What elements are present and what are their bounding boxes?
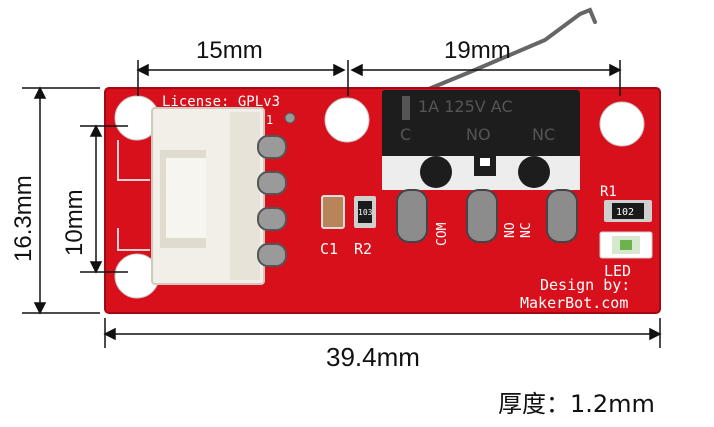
switch-rating: 1A 125V AC: [418, 97, 513, 116]
switch-lever-wire: [400, 7, 597, 102]
pin1-label: 1: [266, 113, 273, 127]
switch-no-mark: NO: [466, 125, 491, 144]
microswitch: [382, 90, 580, 190]
dimension-lines: [22, 60, 662, 348]
r2-label: R2: [354, 240, 372, 258]
dim-bottom: 39.4mm: [326, 342, 420, 372]
c1-label: C1: [320, 240, 338, 258]
license-label: License: GPLv3: [162, 94, 280, 110]
dim-top-left: 15mm: [196, 37, 263, 64]
switch-c-mark: C: [400, 125, 411, 144]
dim-left-inner: 10mm: [61, 189, 88, 256]
switch-leads: [396, 189, 578, 243]
no-lead-label: NO: [503, 222, 518, 238]
capacitor-c1: [321, 195, 345, 229]
led-label: LED: [604, 262, 631, 280]
makerbot-label: MakerBot.com: [520, 294, 628, 312]
pcb-board-edge: [104, 87, 661, 314]
mounting-hole: [324, 97, 370, 143]
resistor-r1: [604, 200, 652, 222]
led: [599, 231, 653, 259]
silkscreen-outline: [117, 140, 150, 251]
connector-pins: [257, 135, 287, 267]
mounting-hole: [599, 101, 645, 147]
com-label: COM: [435, 222, 450, 246]
thickness-caption: 厚度：1.2mm: [498, 390, 655, 418]
design-by-label: Design by:: [540, 276, 630, 294]
dim-left-outer: 16.3mm: [10, 175, 37, 262]
dim-top-right: 19mm: [444, 37, 511, 64]
nc-lead-label: NC: [519, 222, 534, 238]
resistor-r2: [354, 196, 376, 228]
switch-nc-mark: NC: [532, 125, 555, 144]
resistor-code-r2: 103: [358, 208, 373, 217]
r1-label: R1: [600, 184, 617, 200]
resistor-code-r1: 102: [616, 207, 634, 218]
jst-connector: [151, 107, 265, 285]
via: [284, 112, 296, 124]
